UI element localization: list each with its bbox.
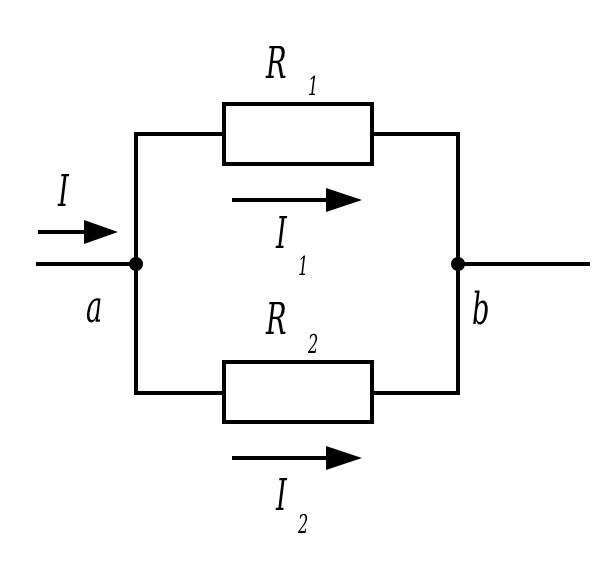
node-a-dot — [129, 257, 143, 271]
node-b-dot — [451, 257, 465, 271]
current-i2-arrow-head — [326, 446, 362, 470]
r2-label: R — [266, 294, 287, 345]
i2-subscript: 2 — [298, 510, 309, 540]
i1-label: I — [276, 208, 287, 259]
current-i1-arrow-head — [326, 188, 362, 212]
resistor-r2 — [222, 360, 374, 424]
r1-subscript: 1 — [308, 72, 319, 102]
i2-label: I — [276, 470, 287, 521]
current-i-label: I — [58, 166, 69, 217]
r2-subscript: 2 — [308, 330, 319, 360]
current-i-arrow-head — [84, 220, 118, 244]
i1-subscript: 1 — [298, 252, 309, 282]
resistor-r1 — [222, 102, 374, 166]
r1-label: R — [266, 38, 287, 89]
node-a-label: a — [86, 282, 103, 333]
node-b-label: b — [472, 284, 490, 335]
